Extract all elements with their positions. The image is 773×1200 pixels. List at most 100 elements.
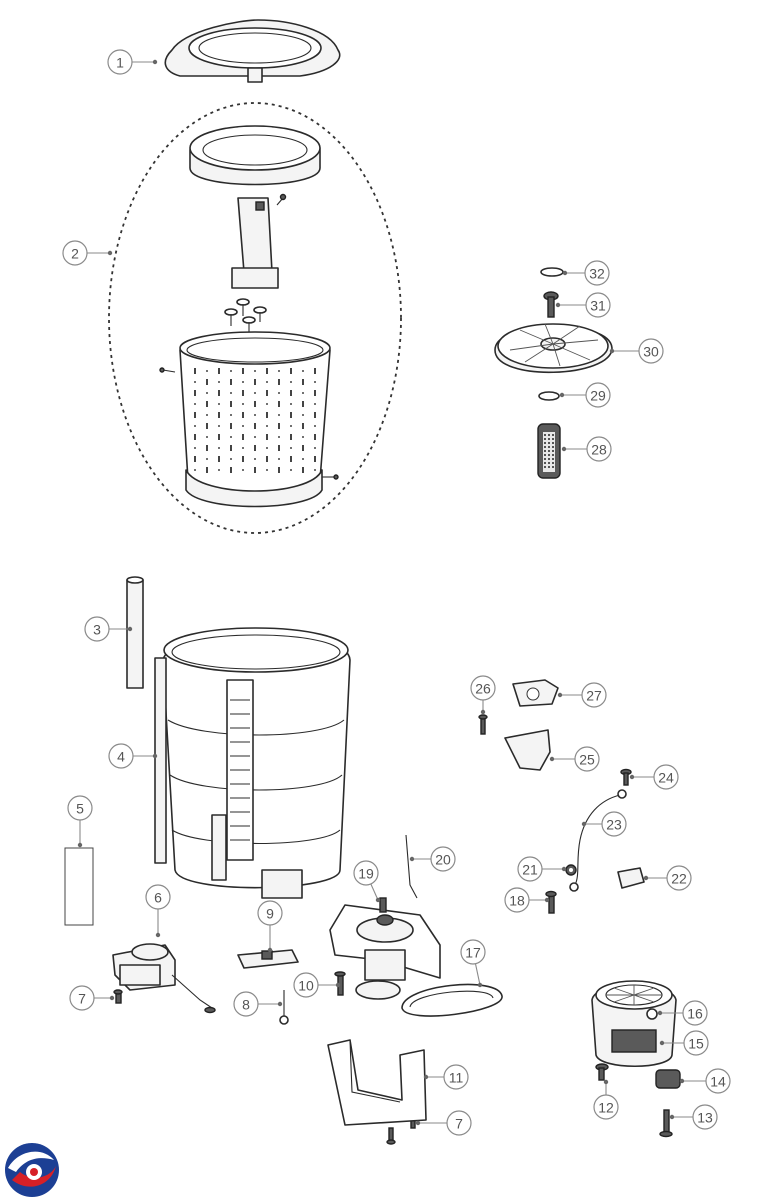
callout-number: 25	[579, 752, 595, 768]
callout-28: 28	[561, 436, 612, 462]
callout-number: 12	[598, 1100, 614, 1116]
callout-circle	[574, 746, 600, 772]
part-29-washer-bottom	[538, 391, 560, 401]
part-8-pin	[279, 990, 289, 1025]
callout-number: 19	[358, 866, 374, 882]
callout-number: 29	[590, 388, 606, 404]
callout-leader-dot	[544, 897, 550, 903]
callout-27: 27	[557, 682, 607, 708]
part-23-ground-wire	[569, 789, 627, 892]
callout-circle	[353, 860, 379, 886]
callout-8: 8	[233, 991, 283, 1017]
callout-18: 18	[504, 887, 550, 913]
callout-23: 23	[581, 811, 627, 837]
callout-circle	[586, 436, 612, 462]
callout-17: 17	[460, 939, 486, 988]
callout-4: 4	[108, 743, 158, 769]
part-24-screw	[620, 768, 632, 786]
callout-leader-dot	[477, 982, 483, 988]
callout-leader-dot	[555, 302, 561, 308]
callout-22: 22	[643, 865, 692, 891]
callout-19: 19	[353, 860, 381, 903]
callout-leader-dot	[423, 1074, 429, 1080]
callout-leader-dot	[559, 392, 565, 398]
callout-circle	[601, 811, 627, 837]
tub-screws	[224, 298, 267, 332]
callout-leader-dot	[561, 866, 567, 872]
callout-circle	[107, 49, 133, 75]
callout-number: 13	[697, 1110, 713, 1126]
callout-number: 17	[465, 945, 481, 961]
part-14-cap	[655, 1069, 681, 1089]
callout-leader-line	[474, 963, 481, 986]
callout-leader-dot	[127, 626, 133, 632]
callout-20: 20	[409, 846, 456, 872]
basket-perforations	[194, 368, 316, 473]
callout-leader-dot	[603, 1079, 609, 1085]
callout-leader-dot	[480, 709, 486, 715]
callout-leader-dot	[629, 774, 635, 780]
part-22-connector	[617, 867, 645, 889]
callout-circle	[430, 846, 456, 872]
callout-number: 23	[606, 817, 622, 833]
callout-circle	[443, 1064, 469, 1090]
callout-leader-dot	[609, 348, 615, 354]
callout-circle	[62, 240, 88, 266]
callout-number: 5	[76, 801, 84, 817]
callout-3: 3	[84, 616, 133, 642]
callout-25: 25	[549, 746, 600, 772]
callout-11: 11	[423, 1064, 469, 1090]
callout-6: 6	[145, 884, 171, 938]
part-17-belt	[401, 983, 503, 1017]
callout-2: 2	[62, 240, 113, 266]
callout-number: 7	[78, 991, 86, 1007]
callout-number: 3	[93, 622, 101, 638]
callout-24: 24	[629, 764, 679, 790]
callout-circle	[460, 939, 486, 965]
callout-leader-dot	[277, 1001, 283, 1007]
part-19-clutch-assembly	[329, 897, 441, 1000]
callout-number: 20	[435, 852, 451, 868]
callout-leader-dot	[152, 59, 158, 65]
callout-leader-dot	[152, 753, 158, 759]
callout-circle	[470, 675, 496, 701]
callout-number: 24	[658, 770, 674, 786]
callout-32: 32	[562, 260, 610, 286]
callout-circle	[108, 743, 134, 769]
part-12-screw	[595, 1063, 609, 1081]
callout-circle	[84, 616, 110, 642]
callout-number: 14	[710, 1074, 726, 1090]
callout-12: 12	[593, 1079, 619, 1120]
callout-circle	[504, 887, 530, 913]
callout-circle	[705, 1068, 731, 1094]
callout-number: 30	[643, 344, 659, 360]
callout-31: 31	[555, 292, 611, 318]
callout-1: 1	[107, 49, 158, 75]
part-21-nut	[565, 864, 577, 876]
callout-leader-dot	[549, 756, 555, 762]
callout-leader-dot	[679, 1078, 685, 1084]
callout-14: 14	[679, 1068, 731, 1094]
part-2-inner-tub-assembly	[108, 102, 402, 534]
callout-leader-dot	[335, 982, 341, 988]
callout-13: 13	[669, 1104, 718, 1130]
callout-circle	[593, 1094, 619, 1120]
callout-circle	[257, 900, 283, 926]
callout-circle	[653, 764, 679, 790]
part-15-motor	[591, 980, 677, 1067]
callout-number: 27	[586, 688, 602, 704]
callout-number: 16	[687, 1006, 703, 1022]
part-30-pulsator	[494, 323, 613, 374]
callout-circle	[682, 1000, 708, 1026]
callout-number: 8	[242, 997, 250, 1013]
part-11-support-frame	[327, 1039, 427, 1126]
wash-basket	[159, 331, 339, 508]
brand-logo-icon	[5, 1143, 59, 1197]
callout-leader-dot	[669, 1114, 675, 1120]
callout-26: 26	[470, 675, 496, 715]
callout-number: 26	[475, 681, 491, 697]
callout-leader-dot	[643, 875, 649, 881]
callout-29: 29	[559, 382, 611, 408]
